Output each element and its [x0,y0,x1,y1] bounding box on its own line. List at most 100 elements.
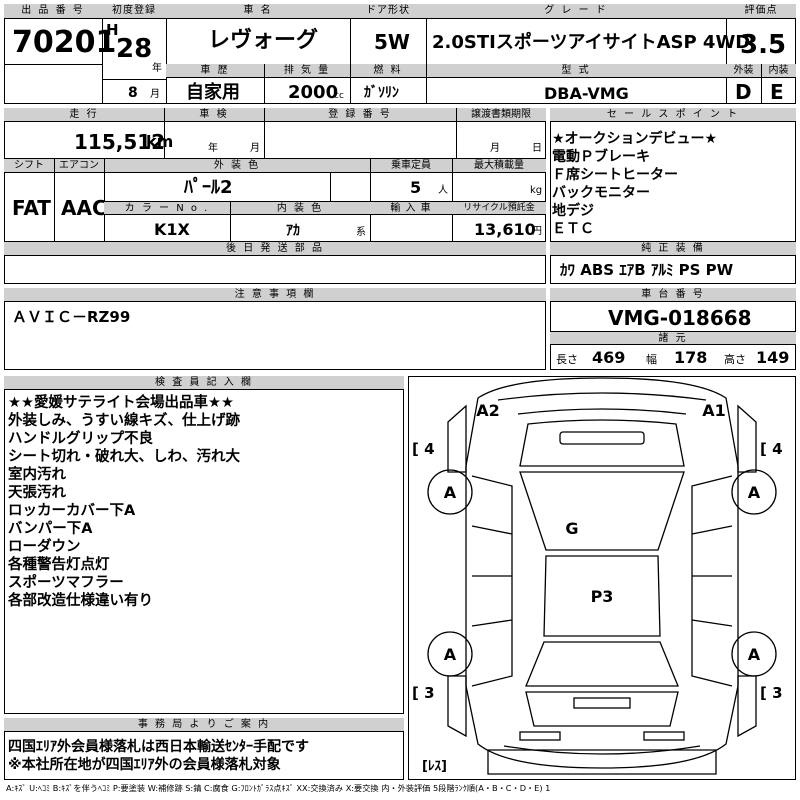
front-bumper [497,392,707,415]
office-line: 四国ｴﾘｱ外会員様落札は西日本輸送ｾﾝﾀｰ手配です [8,739,309,755]
dims-label: 諸 元 [550,332,796,345]
car-diagram [408,376,796,780]
sales-point: 地デジ [552,203,594,219]
mileage-unit: km [146,132,174,151]
damage-front-right: A1 [702,401,726,420]
capacity-label: 乗車定員 [370,159,452,173]
height: 149 [756,348,790,367]
lot-number: 70201 [12,25,117,60]
sales-points-list: ★オークションデビュー★ 電動Ｐブレーキ Ｆ席シートヒーター バックモニター 地… [552,130,717,238]
color-number: K1X [154,220,190,239]
year-unit: 年 [152,63,162,74]
tire-mark-front-right: A [748,483,761,502]
rear-window [525,641,679,687]
reg-year: 28 [116,34,153,64]
tread-rear-left: [ 3 [412,684,435,702]
tire-front-left [427,469,473,515]
spare-tire-mark: [ﾚｽ] [422,759,447,774]
tire-front-right [731,469,777,515]
era: H [106,21,119,39]
exterior-color: ﾊﾟｰﾙ2 [184,177,233,198]
load-label: 最大積載量 [452,159,546,173]
header-block [4,4,796,104]
capacity-unit: 人 [438,185,448,196]
recycle-label: リサイクル預託金 [452,202,546,215]
inspector-line: バンパー下A [8,521,93,537]
car-outline [465,377,739,769]
displacement-unit: cc [334,91,344,101]
car-name-label: 車 名 [166,4,350,19]
hood [519,419,685,467]
sales-point: Ｆ席シートヒーター [552,167,678,183]
windshield [519,471,685,551]
sales-points-label: セ ー ル ス ポ イ ン ト [550,108,796,122]
notes-label: 注 意 事 項 欄 [4,288,546,302]
trunk [525,691,679,727]
reg-no-label: 登 録 番 号 [264,108,456,122]
history-label: 車 歴 [166,64,264,78]
score: 3.5 [740,30,787,60]
inspector-line: 室内汚れ [8,467,66,483]
int-color-label: 内 装 色 [230,202,370,215]
inspector-line: 天張汚れ [8,485,66,501]
inspection-label: 車 検 [164,108,264,122]
tread-front-left: [ 4 [412,440,435,458]
equipment-list: ｶﾜ ABS ｴｱB ｱﾙﾐ PS PW [560,261,734,279]
width: 178 [674,348,708,367]
shift-type: FAT [12,196,51,220]
transfer-day-unit: 日 [532,143,542,154]
ac-type: AAC [61,196,107,220]
tread-front-right: [ 4 [760,440,783,458]
car-diagram-svg: A2 A1 G P3 A A A A [ 4 [ 4 [ 3 [ 3 [ﾚｽ] [412,377,783,775]
capacity: 5 [410,178,422,197]
legend: A:ｷｽﾞ U:ﾍｺﾐ B:ｷｽﾞを伴うﾍｺﾐ P:要塗装 W:補修跡 S:錆 … [6,783,551,793]
door-label: ドア形状 [350,4,426,19]
tire-rear-right [731,631,777,677]
month-unit: 月 [150,89,160,100]
inspector-line: ハンドルグリップ不良 [8,431,153,447]
width-label: 幅 [646,353,657,366]
displacement-label: 排 気 量 [264,64,350,78]
inspector-line: ローダウン [8,539,81,555]
inspector-line: スポーツマフラー [8,575,124,591]
office-notes: 四国ｴﾘｱ外会員様落札は西日本輸送ｾﾝﾀｰ手配です ※本社所在地が四国ｴﾘｱ外の… [8,738,309,774]
office-line: ※本社所在地が四国ｴﾘｱ外の会員様落札対象 [8,757,281,773]
damage-windshield: G [565,519,578,538]
first-reg-label: 初度登録 [102,4,166,19]
transfer-month-unit: 月 [490,143,500,154]
exterior-grade: D [735,80,752,104]
tire-mark-front-left: A [444,483,457,502]
sales-point: バックモニター [552,185,650,201]
height-label: 高さ [724,353,746,366]
car-name: レヴォーグ [208,28,319,53]
inspection-month-unit: 月 [250,143,260,154]
notes-text: ＡＶＩＣ－RZ99 [12,308,131,326]
interior-grade: E [770,80,784,104]
import-label: 輸 入 車 [370,202,452,215]
tire-mark-rear-left: A [444,645,457,664]
inspector-line: シート切れ・破れ大、しわ、汚れ大 [8,449,240,465]
damage-front-left: A2 [476,401,500,420]
inspection-year-unit: 年 [208,143,218,154]
interior-label: 内装 [761,64,796,78]
recycle-unit: 円 [532,226,542,237]
interior-color: ｱｶ [286,223,300,239]
inspector-label: 検 査 員 記 入 欄 [4,376,404,390]
mileage: 115,512 [74,130,166,154]
roof [543,555,661,637]
inspector-line: 外装しみ、うすい線キズ、仕上げ跡 [8,413,240,429]
transfer-label: 譲渡書類期限 [456,108,546,122]
rear-light-right [643,731,685,741]
chassis-label: 車 台 番 号 [550,288,796,302]
equipment-label: 純 正 装 備 [550,242,796,256]
exterior-label: 外装 [726,64,761,78]
reg-month: 8 [128,85,138,101]
office-label: 事 務 局 よ り ご 案 内 [4,718,404,732]
left-side [471,475,513,687]
ac-label: エアコン [54,159,104,173]
model-label: 型 式 [426,64,726,78]
inspector-line: ロッカーカバー下A [8,503,136,519]
displacement: 2000 [288,82,339,103]
rear-light-left [519,731,561,741]
inspector-line: 各部改造仕様違い有り [8,593,153,609]
